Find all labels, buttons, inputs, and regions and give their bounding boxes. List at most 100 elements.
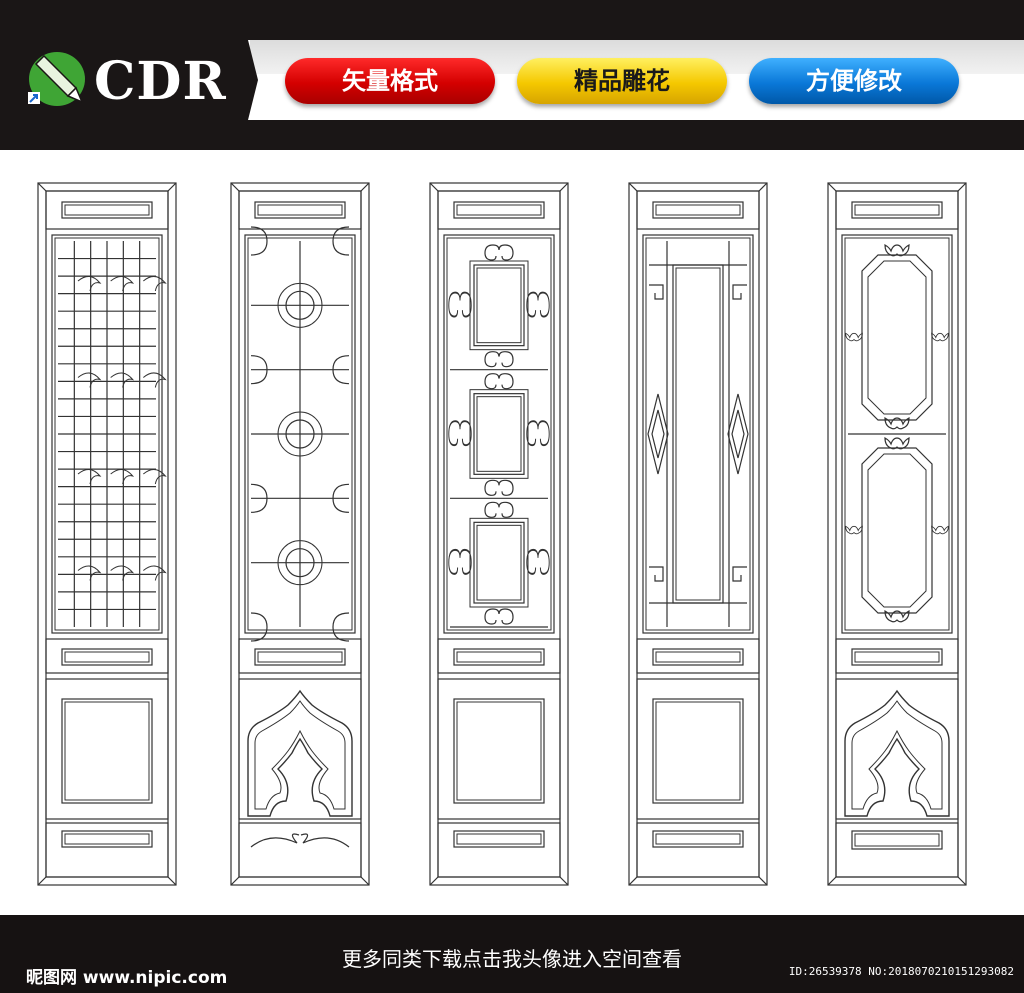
- scroll-ornament-bottom: [484, 351, 514, 368]
- lattice-window-inner: [645, 237, 751, 631]
- door-outer-frame: [429, 182, 569, 886]
- bottom-scroll-carving: [250, 833, 350, 848]
- bat-ornament-right: [931, 332, 949, 342]
- badge-fine-carving: 精品雕花: [517, 58, 727, 104]
- lattice-window: [841, 234, 953, 634]
- half-foil-right: [332, 226, 350, 256]
- octagon-frame: [861, 254, 933, 421]
- bevel: [167, 182, 177, 192]
- middle-plaque: [254, 648, 346, 666]
- top-plaque: [453, 201, 545, 219]
- door-panels-group: [37, 182, 967, 886]
- bottom-plaque-inner: [854, 833, 940, 847]
- bevel: [957, 182, 967, 192]
- bat-ornament-top: [884, 437, 910, 450]
- vine-ornament: [110, 565, 135, 581]
- bevel: [360, 876, 370, 886]
- bevel: [230, 182, 240, 192]
- bevel: [628, 182, 638, 192]
- bevel: [429, 182, 439, 192]
- bottom-rail: [238, 822, 362, 878]
- lower-panel-frame: [437, 678, 561, 820]
- door-inner-frame: [437, 190, 561, 878]
- top-plaque-inner: [257, 204, 343, 216]
- door-outer-frame: [37, 182, 177, 886]
- bottom-plaque: [652, 830, 744, 848]
- bevel: [827, 876, 837, 886]
- top-plaque: [851, 201, 943, 219]
- bevel: [628, 876, 638, 886]
- top-rail: [45, 190, 169, 230]
- door-outer-frame: [628, 182, 768, 886]
- lower-plaque-inner: [655, 701, 741, 801]
- scroll-ornament-right: [525, 548, 551, 575]
- top-plaque-inner: [655, 204, 741, 216]
- scroll-ornament-left: [447, 291, 473, 318]
- half-foil-right: [332, 483, 350, 513]
- scroll-ornament-top: [484, 373, 514, 390]
- lattice-window: [244, 234, 356, 634]
- vine-ornament: [110, 372, 135, 388]
- middle-rail: [437, 638, 561, 674]
- top-plaque-inner: [854, 204, 940, 216]
- top-plaque: [254, 201, 346, 219]
- quatrefoil-ring: [277, 411, 323, 457]
- bat-ornament-left: [845, 332, 863, 342]
- bottom-rail: [636, 822, 760, 878]
- scroll-ornament-bottom: [484, 479, 514, 496]
- top-rail: [636, 190, 760, 230]
- door-panels-canvas: [37, 182, 967, 886]
- lower-plaque: [453, 698, 545, 804]
- top-rail: [437, 190, 561, 230]
- cloud-arch-carving: [844, 690, 950, 817]
- middle-rail: [636, 638, 760, 674]
- door-panel-3: [429, 182, 569, 886]
- scroll-ornament-right: [525, 291, 551, 318]
- lower-panel-frame: [45, 678, 169, 820]
- scroll-ornament-top: [484, 244, 514, 261]
- bat-ornament-left: [845, 525, 863, 535]
- diamond-ornament: [647, 393, 669, 475]
- middle-plaque-inner: [64, 651, 150, 663]
- middle-plaque-inner: [456, 651, 542, 663]
- middle-plaque: [851, 648, 943, 666]
- bevel: [957, 876, 967, 886]
- bevel: [758, 876, 768, 886]
- lower-panel-frame: [636, 678, 760, 820]
- lattice-window-inner: [54, 237, 160, 631]
- ornate-square-outer: [469, 517, 529, 608]
- image-id: ID:26539378 NO:20180702101512930​82: [788, 965, 1014, 978]
- door-panel-1: [37, 182, 177, 886]
- ornate-square-outer: [469, 389, 529, 479]
- vine-ornament: [143, 469, 167, 485]
- vine-ornament: [143, 276, 167, 292]
- lattice-window: [642, 234, 754, 634]
- diamond-ornament: [727, 393, 749, 475]
- top-plaque-inner: [456, 204, 542, 216]
- half-foil-right: [332, 612, 350, 642]
- vine-ornament: [77, 469, 102, 485]
- top-plaque-inner: [64, 204, 150, 216]
- middle-plaque: [453, 648, 545, 666]
- top-rail: [835, 190, 959, 230]
- octagon-frame: [861, 447, 933, 614]
- ornate-square-inner: [476, 396, 522, 472]
- middle-plaque: [61, 648, 153, 666]
- bottom-plaque: [851, 830, 943, 850]
- bottom-rail: [45, 822, 169, 878]
- bevel: [37, 182, 47, 192]
- half-foil-right: [332, 355, 350, 385]
- middle-plaque-inner: [257, 651, 343, 663]
- half-foil-left: [250, 355, 268, 385]
- middle-plaque-inner: [854, 651, 940, 663]
- bottom-plaque: [61, 830, 153, 848]
- lower-plaque: [61, 698, 153, 804]
- bottom-plaque-inner: [64, 833, 150, 845]
- bottom-rail: [437, 822, 561, 878]
- middle-plaque-inner: [655, 651, 741, 663]
- bottom-rail: [835, 822, 959, 878]
- lattice-window: [443, 234, 555, 634]
- vine-ornament: [77, 565, 102, 581]
- site-brand: 昵图网 www.nipic.com: [26, 968, 228, 988]
- scroll-ornament-right: [525, 420, 551, 447]
